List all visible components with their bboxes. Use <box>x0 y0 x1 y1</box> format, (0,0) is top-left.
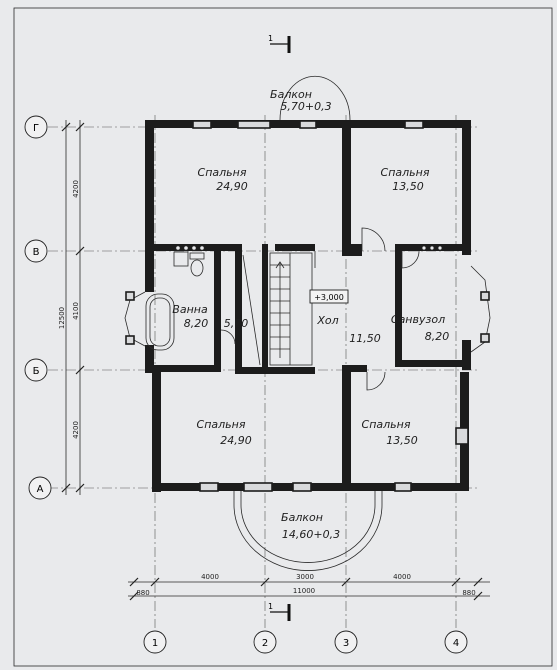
wc-name: Санвузол <box>391 313 445 326</box>
bathtub <box>145 293 175 351</box>
dimensions-bottom: 880 4000 3000 4000 880 11000 <box>128 573 490 601</box>
toilet <box>190 259 204 277</box>
dim-bottom-total: 11000 <box>293 587 315 595</box>
dim-left-2: 4100 <box>72 302 80 320</box>
balcony-top-outline <box>279 75 351 121</box>
axis-row-1: Г <box>33 123 39 134</box>
bedroom-bottom-left-name: Спальня <box>197 418 246 431</box>
dim-bottom-4: 4000 <box>393 573 411 581</box>
dim-left-1: 4200 <box>72 180 80 198</box>
balcony-bottom-name: Балкон <box>281 511 323 524</box>
windows <box>125 120 490 492</box>
balcony-bottom-area: 14,60+0,3 <box>282 528 340 541</box>
bath-name: Ванна <box>172 303 208 316</box>
bedroom-bottom-right-area: 13,50 <box>386 434 418 447</box>
bedroom-bottom-left-area: 24,90 <box>220 434 252 447</box>
balcony-top-area: 5,70+0,3 <box>280 100 331 113</box>
dim-left-total: 12500 <box>58 307 66 329</box>
bay-window-right <box>470 265 491 353</box>
dimensions-left: 12500 4200 4100 4200 <box>58 120 85 495</box>
stairs <box>269 252 313 366</box>
sink <box>173 251 189 267</box>
dim-left-3: 4200 <box>72 421 80 439</box>
level-mark: +3,000 <box>314 293 344 302</box>
axis-row-3: Б <box>33 366 40 377</box>
bedroom-top-left-name: Спальня <box>198 166 247 179</box>
section-marker-bottom-label: 1 <box>268 602 273 611</box>
dim-bottom-1: 880 <box>136 589 149 597</box>
bath-wall-marks <box>175 245 443 251</box>
balcony-bottom-outline <box>233 490 383 571</box>
row-axis-markers: Г В Б А <box>24 115 52 500</box>
bedroom-bottom-right-name: Спальня <box>362 418 411 431</box>
dim-bottom-2: 4000 <box>201 573 219 581</box>
axis-col-2: 2 <box>262 638 268 649</box>
bath-area: 8,20 <box>184 317 209 330</box>
axis-col-3: 3 <box>343 638 349 649</box>
hall-name: Хол <box>316 314 338 327</box>
level-mark-box <box>309 289 349 304</box>
col-axis-markers: 1 2 3 4 <box>143 630 468 654</box>
section-marker-bottom: 1 <box>268 602 291 621</box>
bedroom-top-left-area: 24,90 <box>216 180 248 193</box>
axis-col-1: 1 <box>152 638 158 649</box>
section-marker-top: 1 <box>268 34 291 53</box>
wc-area: 8,20 <box>425 330 450 343</box>
axis-row-4: А <box>37 484 44 495</box>
axis-row-2: В <box>33 247 40 258</box>
section-marker-top-label: 1 <box>268 34 273 43</box>
doors <box>220 227 420 391</box>
dim-bottom-5: 880 <box>462 589 475 597</box>
room-labels: Балкон 5,70+0,3 Спальня 24,90 Спальня 13… <box>172 88 449 541</box>
axis-col-4: 4 <box>453 638 459 649</box>
bedroom-top-right-name: Спальня <box>381 166 430 179</box>
balcony-top-name: Балкон <box>270 88 312 101</box>
bay-window-left <box>124 291 146 347</box>
sheet-frame <box>13 7 553 667</box>
dim-bottom-3: 3000 <box>296 573 314 581</box>
corridor-area: 5,70 <box>224 317 249 330</box>
bedroom-top-right-area: 13,50 <box>392 180 424 193</box>
hall-area: 11,50 <box>349 332 381 345</box>
